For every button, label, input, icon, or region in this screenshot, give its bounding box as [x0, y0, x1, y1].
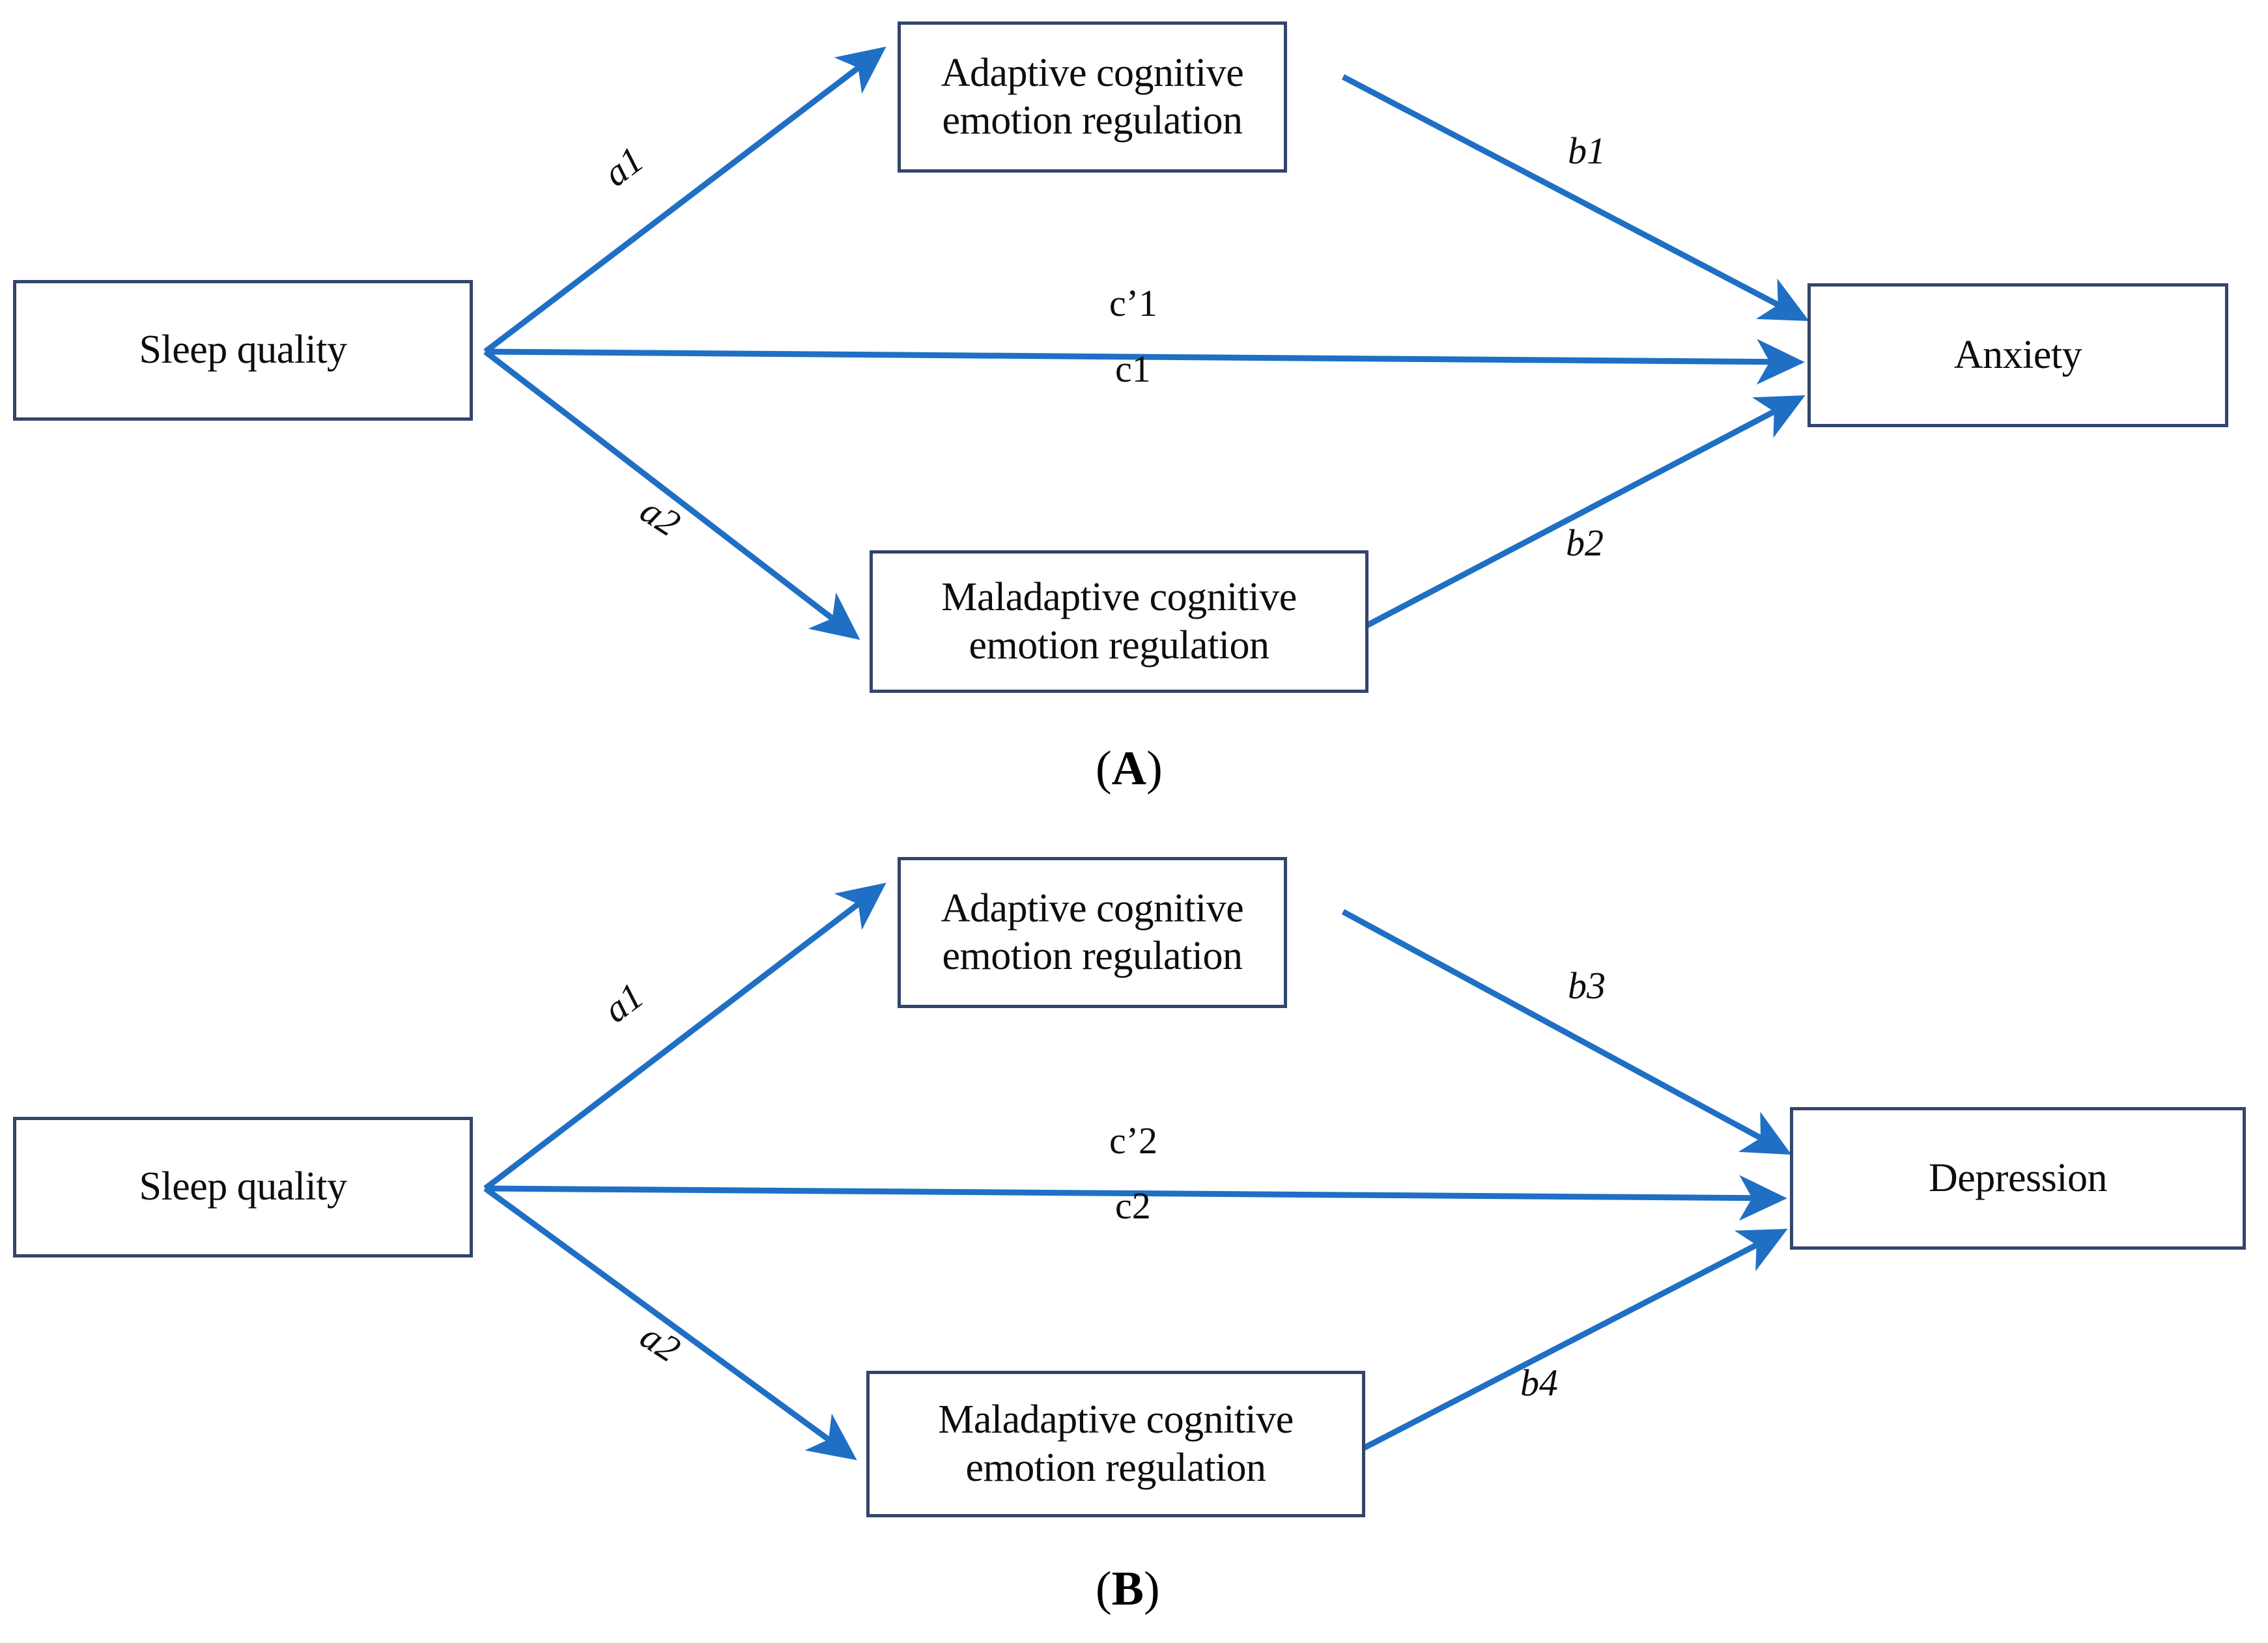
arrow-c1-panel-a	[485, 339, 1805, 385]
arrow-b1-panel-a	[1341, 74, 1809, 322]
node-maladaptive-cognitive-emotion-regulation-panel-b[interactable]: Maladaptive cognitive emotion regulation	[866, 1371, 1365, 1517]
node-depression-panel-b[interactable]: Depression	[1790, 1107, 2246, 1250]
caption-letter: B	[1111, 1562, 1144, 1616]
arrow-c2-panel-b	[485, 1175, 1787, 1221]
path-label-b4-panel-b: b4	[1520, 1362, 1558, 1404]
caption-paren-open: (	[1096, 742, 1112, 795]
node-label: Sleep quality	[139, 1164, 347, 1209]
panel-caption-b: (B)	[1096, 1562, 1160, 1617]
path-label-b2-panel-a: b2	[1566, 522, 1604, 564]
arrow-a1-panel-a	[483, 46, 886, 354]
path-label-c-prime-2-panel-b: c’2	[1109, 1119, 1158, 1162]
caption-paren-open: (	[1096, 1562, 1112, 1616]
node-anxiety-panel-a[interactable]: Anxiety	[1807, 283, 2228, 427]
path-label-c1-panel-a: c1	[1115, 348, 1151, 390]
arrow-a2-panel-b	[483, 1186, 857, 1461]
path-label-b1-panel-a: b1	[1568, 130, 1606, 172]
panel-caption-a: (A)	[1096, 741, 1163, 796]
node-sleep-quality-panel-a[interactable]: Sleep quality	[13, 280, 473, 421]
caption-paren-close: )	[1146, 742, 1163, 795]
path-label-c-prime-1-panel-a: c’1	[1109, 282, 1158, 324]
node-label: Adaptive cognitive emotion regulation	[941, 50, 1244, 143]
node-label: Maladaptive cognitive emotion regulation	[938, 1397, 1294, 1490]
node-label: Depression	[1929, 1155, 2107, 1200]
arrow-a2-panel-a	[483, 349, 860, 640]
node-sleep-quality-panel-b[interactable]: Sleep quality	[13, 1117, 473, 1257]
node-label: Sleep quality	[139, 328, 347, 372]
path-label-b3-panel-b: b3	[1568, 964, 1606, 1007]
node-maladaptive-cognitive-emotion-regulation-panel-a[interactable]: Maladaptive cognitive emotion regulation	[870, 550, 1368, 693]
node-label: Maladaptive cognitive emotion regulation	[941, 575, 1297, 667]
arrow-b2-panel-a	[1343, 395, 1806, 639]
arrow-a1-panel-b	[483, 882, 886, 1191]
node-adaptive-cognitive-emotion-regulation-panel-b[interactable]: Adaptive cognitive emotion regulation	[898, 857, 1287, 1008]
caption-paren-close: )	[1144, 1562, 1160, 1616]
arrow-b4-panel-b	[1341, 1229, 1788, 1461]
path-label-c2-panel-b: c2	[1115, 1185, 1151, 1227]
node-label: Adaptive cognitive emotion regulation	[941, 886, 1244, 978]
caption-letter: A	[1111, 742, 1147, 795]
arrow-b3-panel-b	[1341, 909, 1792, 1155]
node-label: Anxiety	[1953, 332, 2082, 377]
node-adaptive-cognitive-emotion-regulation-panel-a[interactable]: Adaptive cognitive emotion regulation	[898, 21, 1287, 173]
